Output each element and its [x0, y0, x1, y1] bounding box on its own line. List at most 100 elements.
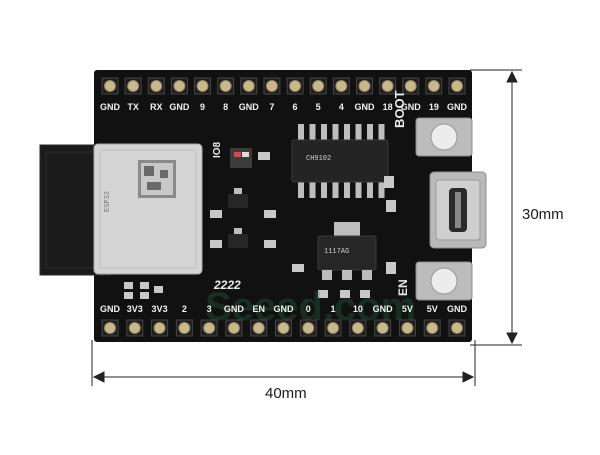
header-pin [150, 80, 163, 92]
header-pin [203, 322, 216, 334]
header-pin [381, 80, 394, 92]
pin-label: 4 [338, 102, 344, 112]
pin-label: 3 [206, 304, 212, 314]
chip-leg [309, 124, 316, 142]
header-pin [358, 80, 371, 92]
header-pin [252, 322, 265, 334]
pin-label: 3V3 [151, 304, 168, 314]
header-pin [277, 322, 290, 334]
height-arrow-top [506, 70, 518, 83]
chip-leg [298, 124, 304, 142]
pin-label: 0 [305, 304, 311, 314]
chip-leg [367, 124, 373, 142]
pin-label: 2 [181, 304, 187, 314]
chip-leg [332, 124, 339, 142]
header-pin [327, 322, 340, 334]
chip-leg [378, 124, 385, 142]
pin-label: 19 [428, 102, 439, 112]
header-pin [242, 80, 255, 92]
pin-label: 10 [352, 304, 363, 314]
header-pin [404, 80, 417, 92]
pin-label: 6 [292, 102, 298, 112]
chip-leg [298, 180, 304, 198]
chip-leg [344, 124, 350, 142]
header-pin [196, 80, 209, 92]
header-pin [351, 322, 364, 334]
header-pin [335, 80, 348, 92]
pin-label: GND [447, 102, 467, 112]
pin-label: GND [100, 304, 120, 314]
module-text: ESP32 [104, 190, 112, 212]
header-pin [427, 80, 440, 92]
width-dimension-label: 40mm [265, 385, 307, 402]
wifi-module [39, 143, 203, 276]
chip-leg [355, 180, 362, 198]
header-pin [128, 322, 141, 334]
pin-label: GND [354, 102, 375, 112]
header-pin [451, 322, 463, 334]
header-pin [451, 80, 463, 92]
regulator-text: 1117AG [324, 248, 350, 256]
watermark: Seeed.com [205, 285, 416, 329]
chip-leg [344, 180, 350, 198]
pin-label: 18 [382, 102, 393, 112]
usb-connector [429, 171, 487, 249]
header-pin [426, 322, 439, 334]
pin-label: 1 [330, 304, 336, 314]
pin-label: GND [273, 304, 294, 314]
height-arrow-bottom [506, 332, 518, 345]
pin-label: GND [400, 102, 421, 112]
header-pin [104, 80, 116, 92]
header-pin [219, 80, 232, 92]
height-dimension-label: 30mm [522, 206, 564, 223]
chip-leg [378, 180, 385, 198]
pin-label: 9 [200, 102, 206, 112]
pin-label: GND [169, 102, 190, 112]
pin-label: GND [372, 304, 393, 314]
en-label: EN [396, 279, 410, 296]
pin-label: GND [238, 102, 259, 112]
width-arrow-left [92, 371, 105, 383]
boot-label: BOOT [392, 90, 407, 128]
header-pin [289, 80, 302, 92]
top-header-pins [101, 77, 466, 95]
pin-label: 5V [426, 304, 438, 314]
main-chip-text: CH9102 [306, 155, 332, 163]
width-arrow-right [462, 371, 475, 383]
header-pin [153, 322, 166, 334]
pin-label: 5 [315, 102, 321, 112]
pin-label: GND [100, 102, 120, 112]
header-pin [173, 80, 186, 92]
dimension-lines [91, 69, 522, 386]
chip-leg [332, 180, 339, 198]
chip-leg [367, 180, 373, 198]
pin-label: 8 [223, 102, 229, 112]
pin-label: 5V [401, 304, 413, 314]
small-components [124, 148, 396, 299]
chip-leg [309, 180, 316, 198]
silk-2222: 2222 [214, 278, 241, 292]
header-pin [312, 80, 325, 92]
pin-label: GND [447, 304, 467, 314]
header-pin [302, 322, 315, 334]
header-pin [376, 322, 389, 334]
chip-leg [321, 124, 327, 142]
bottom-header-pins [101, 319, 466, 337]
pin-label: GND [223, 304, 244, 314]
chip-leg [321, 180, 327, 198]
chip-leg [355, 124, 362, 142]
io8-label: IO8 [212, 141, 223, 158]
pin-label: 7 [269, 102, 275, 112]
header-pin [127, 80, 140, 92]
header-pin [227, 322, 240, 334]
header-pin [265, 80, 278, 92]
pin-label: RX [150, 102, 163, 112]
pin-label: EN [252, 304, 265, 314]
voltage-regulator [317, 222, 377, 280]
pin-label: 3V3 [126, 304, 143, 314]
en-button [415, 261, 473, 301]
header-pin [401, 322, 414, 334]
boot-button [415, 117, 473, 157]
